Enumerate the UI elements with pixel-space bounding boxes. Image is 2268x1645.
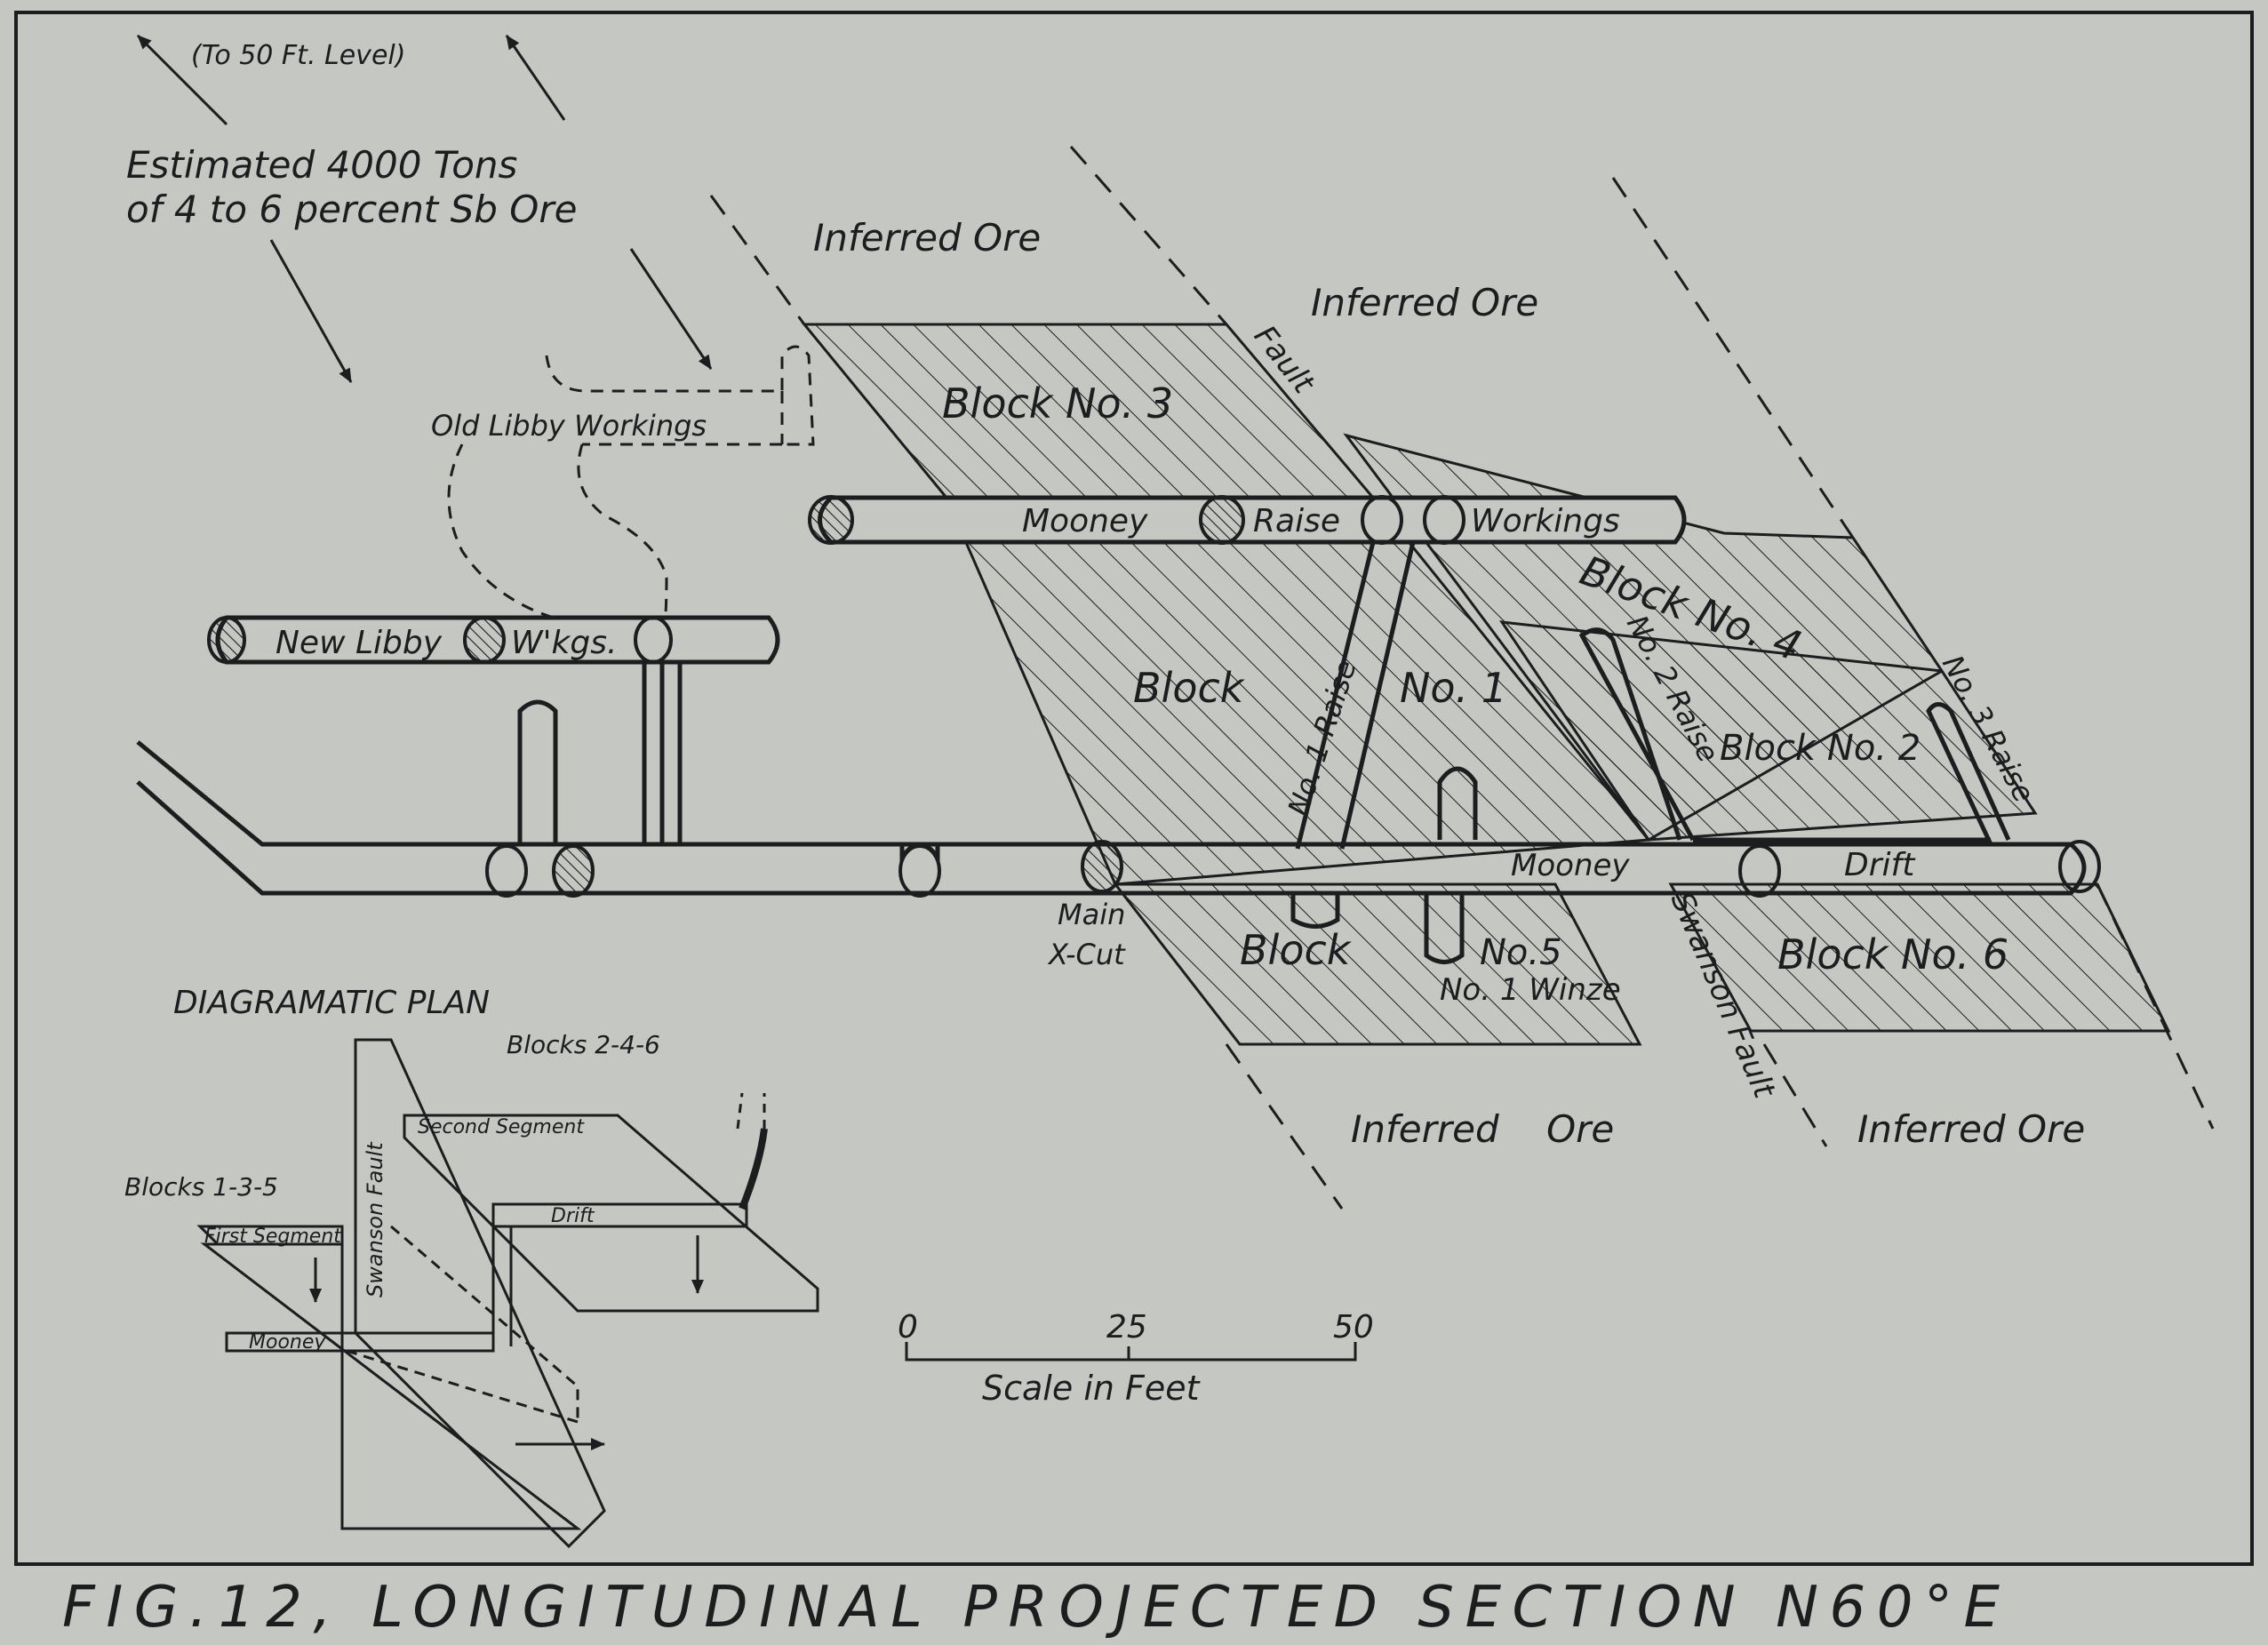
label-to-50ft-level: (To 50 Ft. Level) [191, 40, 405, 71]
label-no1-winze: No. 1 Winze [1440, 972, 1621, 1008]
block-6-area [1668, 882, 2171, 1033]
swanson-fault-line [1611, 177, 1855, 539]
label-new-libby: New Libby [276, 625, 443, 661]
tube-open-sections [485, 495, 2101, 898]
fault-line-1b [1225, 1043, 1344, 1210]
raise-section-2 [1423, 495, 1465, 545]
plan-title: DIAGRAMATIC PLAN [173, 985, 490, 1021]
block-5-area [1112, 882, 1642, 1046]
plan-mooney-bar [225, 1331, 495, 1353]
label-xcut: X-Cut [1047, 938, 1126, 971]
plan-label-blocks-246: Blocks 2-4-6 [507, 1030, 660, 1059]
scale-bar: 0 25 50 Scale in Feet [898, 1309, 1374, 1408]
label-old-libby-workings: Old Libby Workings [431, 409, 707, 443]
plan-workings-dashed [736, 1092, 766, 1130]
label-block-no-3: Block No. 3 [942, 379, 1173, 427]
new-libby-end-section [207, 616, 246, 664]
label-mooney: Mooney [1022, 503, 1148, 539]
drift-end-section [2058, 840, 2101, 893]
no2-raise [1578, 627, 1696, 842]
scale-tick-0: 0 [898, 1309, 918, 1346]
plan-workings-curve [739, 1128, 768, 1210]
old-workings-outline [545, 345, 815, 446]
label-inferred-ore-1: Inferred Ore [813, 216, 1041, 260]
wkgs-section [634, 616, 673, 664]
label-estimate-1: Estimated 4000 Tons [126, 143, 517, 187]
plan-lower-slab [200, 1242, 582, 1530]
winze-2 [1290, 893, 1340, 929]
label-raise: Raise [1253, 503, 1340, 539]
label-block-1a: Block [1133, 664, 1246, 712]
label-main: Main [1058, 898, 1125, 931]
plan-label-first-segment: First Segment [204, 1226, 342, 1248]
main-xcut-section [1081, 840, 1123, 893]
fault-line-1 [709, 195, 806, 325]
label-block-no-6: Block No. 6 [1777, 930, 2008, 978]
label-block-5a: Block [1240, 926, 1353, 974]
figure-title: FIG.12, LONGITUDINAL PROJECTED SECTION N… [62, 1575, 2000, 1641]
fault-line-2 [1069, 146, 1228, 325]
plan-label-mooney: Mooney [249, 1331, 326, 1354]
plan-drift-bar [491, 1202, 748, 1228]
fault-lines [709, 146, 2215, 1210]
label-drift: Drift [1844, 847, 1916, 883]
drift-section-1 [485, 844, 528, 898]
fault-line-3 [2096, 883, 2215, 1130]
label-inferred-ore-4: Inferred Ore [1857, 1107, 2085, 1151]
plan-second-segment [403, 1114, 819, 1313]
raise-section-1 [1361, 495, 1403, 545]
drawing-border [14, 11, 2254, 1566]
label-block-1b: No. 1 [1400, 664, 1507, 712]
diagramatic-plan [196, 1038, 819, 1549]
label-mooney-lower: Mooney [1511, 848, 1630, 883]
arrow-estimate-2 [629, 248, 713, 370]
label-wkgs: W'kgs. [511, 625, 617, 661]
drift-section-2 [898, 844, 941, 898]
no1-raise [1295, 541, 1416, 850]
new-libby-mid-section [463, 616, 506, 664]
no3-raise [1926, 702, 2011, 846]
label-no5: No.5 [1480, 932, 1562, 973]
label-inferred-ore-3: Inferred Ore [1351, 1107, 1614, 1151]
raise-stub [1437, 766, 1478, 840]
plan-label-second-segment: Second Segment [418, 1116, 585, 1138]
scale-bar-line [905, 1342, 1357, 1362]
mooney-end-section [808, 495, 854, 545]
scale-label: Scale in Feet [982, 1369, 1202, 1408]
plan-labels: DIAGRAMATIC PLAN Blocks 2-4-6 Blocks 1-3… [124, 985, 660, 1354]
leader-arrows [136, 34, 713, 383]
arrow-estimate-1 [269, 239, 353, 383]
no1-winze [1424, 893, 1465, 964]
swanson-fault-line-b [1762, 1043, 1828, 1147]
label-estimate-2: of 4 to 6 percent Sb Ore [126, 188, 577, 231]
short-raise [517, 699, 558, 844]
tube-cross-sections [207, 495, 1245, 898]
label-block-no-2: Block No. 2 [1720, 728, 1921, 769]
old-libby-workings [447, 345, 815, 654]
label-inferred-ore-2: Inferred Ore [1311, 281, 1538, 324]
block-2-area [1498, 620, 2038, 842]
scale-tick-50: 50 [1333, 1309, 1374, 1346]
plan-projection [346, 1225, 579, 1424]
arrow-up-left [136, 34, 228, 126]
plan-fault-plane [354, 1038, 606, 1549]
plan-label-drift: Drift [551, 1205, 595, 1227]
drift-section-3 [1738, 844, 1781, 898]
old-workings-path-2 [577, 443, 668, 654]
mooney-mid-section [1199, 495, 1245, 545]
label-workings: Workings [1471, 503, 1620, 539]
old-workings-path-1 [447, 443, 624, 654]
main-drift-section-1 [552, 844, 595, 898]
plan-label-swanson-fault: Swanson Fault [363, 1141, 387, 1298]
plan-label-blocks-135: Blocks 1-3-5 [124, 1172, 278, 1202]
scale-tick-25: 25 [1106, 1309, 1147, 1346]
arrow-up-right [505, 35, 566, 121]
